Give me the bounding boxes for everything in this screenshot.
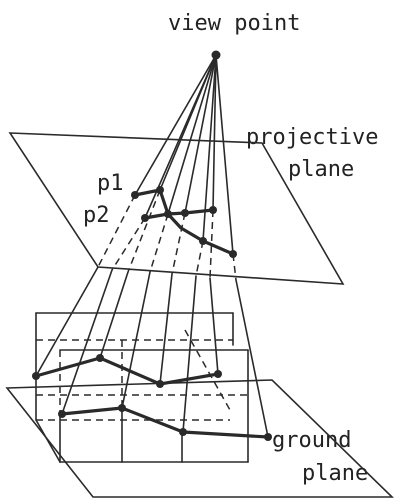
p1-vertex — [131, 191, 139, 199]
p1-vertex — [209, 206, 217, 214]
ground-vertex — [179, 428, 187, 436]
ground-polyline-front — [58, 404, 272, 441]
ground-vertex — [58, 410, 66, 418]
ground-vertex — [96, 354, 104, 362]
view-point-label: view point — [168, 11, 300, 36]
projective-plane — [8, 132, 345, 285]
p2-vertex — [141, 214, 149, 222]
p1-vertex — [181, 209, 189, 217]
p1-vertex — [156, 186, 164, 194]
p1-polyline — [131, 186, 217, 217]
p2-polyline — [141, 210, 237, 258]
ground-vertex — [264, 433, 272, 441]
projection-rays — [35, 54, 269, 438]
ground-vertex — [32, 372, 40, 380]
p2-label: p2 — [83, 203, 110, 228]
ground-plane-label-line2: plane — [302, 461, 368, 486]
ground-vertex — [118, 404, 126, 412]
p2-vertex — [229, 250, 237, 258]
projective-plane-label-line1: projective — [246, 125, 378, 150]
p2-vertex — [164, 210, 172, 218]
projective-plane-label-line2: plane — [288, 157, 354, 182]
ground-vertex — [214, 370, 222, 378]
ground-polyline-back — [32, 354, 222, 388]
p2-vertex — [199, 237, 207, 245]
ground-vertex — [156, 380, 164, 388]
p1-label: p1 — [97, 171, 124, 196]
view-point-marker — [211, 50, 221, 60]
ground-grid — [35, 312, 249, 463]
ground-plane — [5, 379, 394, 498]
ground-plane-label-line1: ground — [272, 428, 351, 453]
